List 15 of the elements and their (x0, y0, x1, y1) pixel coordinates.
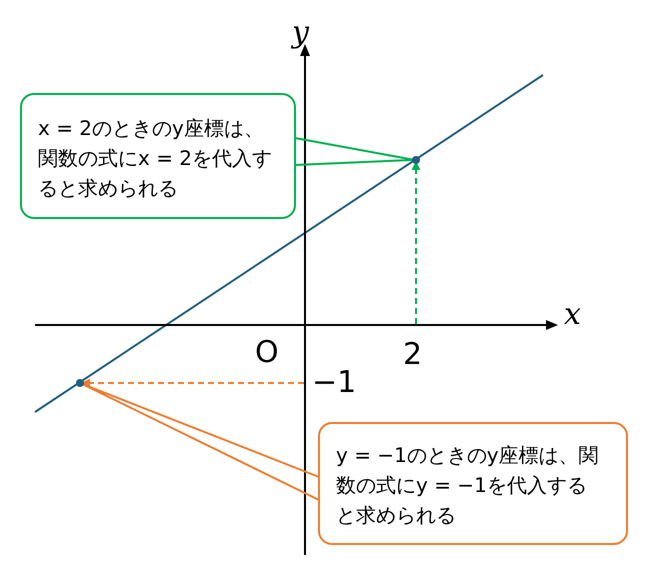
tick-label: O (255, 336, 279, 370)
arrow (412, 161, 420, 324)
arrow (81, 378, 304, 388)
axis-label: y (292, 16, 309, 50)
callout-text: y = −1のときのy座標は、関数の式にy = −1を代入すると求められる (336, 442, 600, 529)
tick-label: −1 (312, 366, 356, 400)
axis-label: x (564, 298, 581, 332)
callout-text: x = 2のときのy座標は、関数の式にx = 2を代入すると求められる (38, 115, 274, 202)
point-marker (412, 156, 420, 164)
callout-box (20, 93, 296, 219)
point-marker (76, 379, 84, 387)
callout-box (318, 422, 628, 545)
callout-pointer (294, 137, 415, 166)
tick-label: 2 (403, 338, 422, 372)
callout-pointer (80, 382, 320, 501)
